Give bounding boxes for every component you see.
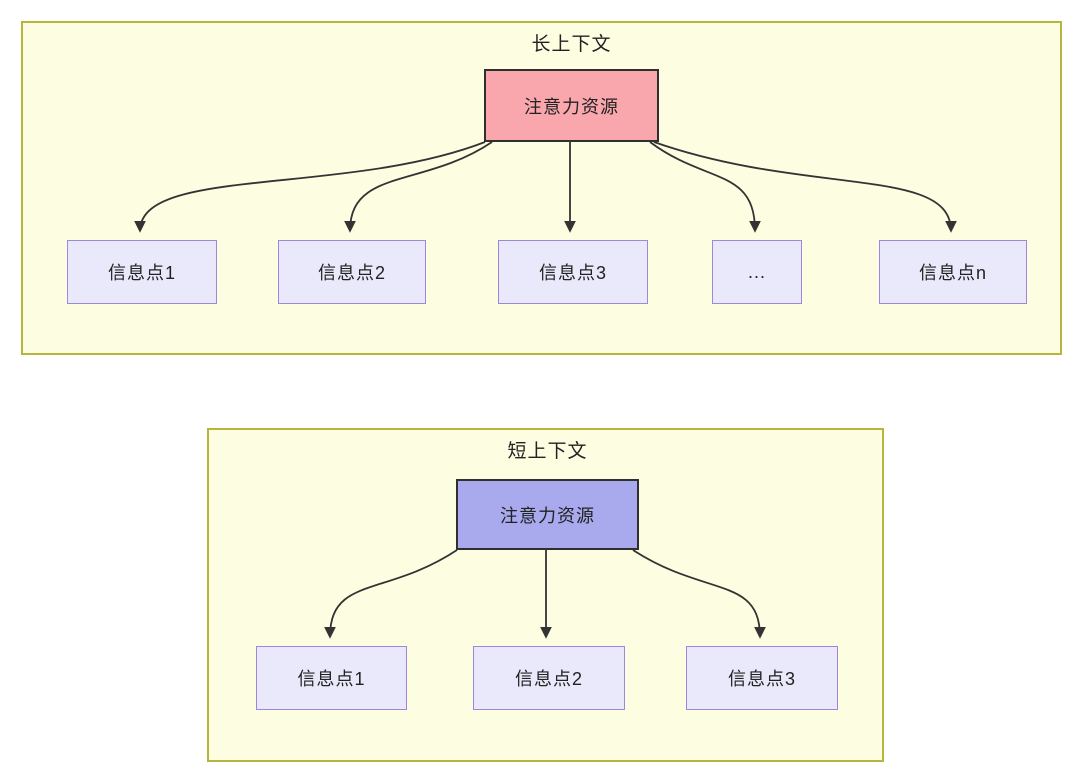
info-node-short-3: 信息点3 (686, 646, 838, 710)
short-context-panel: 短上下文 注意力资源 信息点1 信息点2 信息点3 (207, 428, 884, 762)
info-node-long-2: 信息点2 (278, 240, 426, 304)
short-context-title: 短上下文 (507, 441, 588, 462)
long-context-title: 长上下文 (531, 34, 612, 55)
attention-node-long: 注意力资源 (484, 69, 659, 142)
attention-node-short: 注意力资源 (456, 479, 639, 550)
long-context-panel: 长上下文 注意力资源 信息点1 信息点2 信息点3 ... 信息点n (21, 21, 1062, 355)
info-node-long-3: 信息点3 (498, 240, 648, 304)
info-node-short-1: 信息点1 (256, 646, 407, 710)
info-node-long-ellipsis: ... (712, 240, 802, 304)
info-node-short-2: 信息点2 (473, 646, 625, 710)
info-node-long-n: 信息点n (879, 240, 1027, 304)
info-node-long-1: 信息点1 (67, 240, 217, 304)
